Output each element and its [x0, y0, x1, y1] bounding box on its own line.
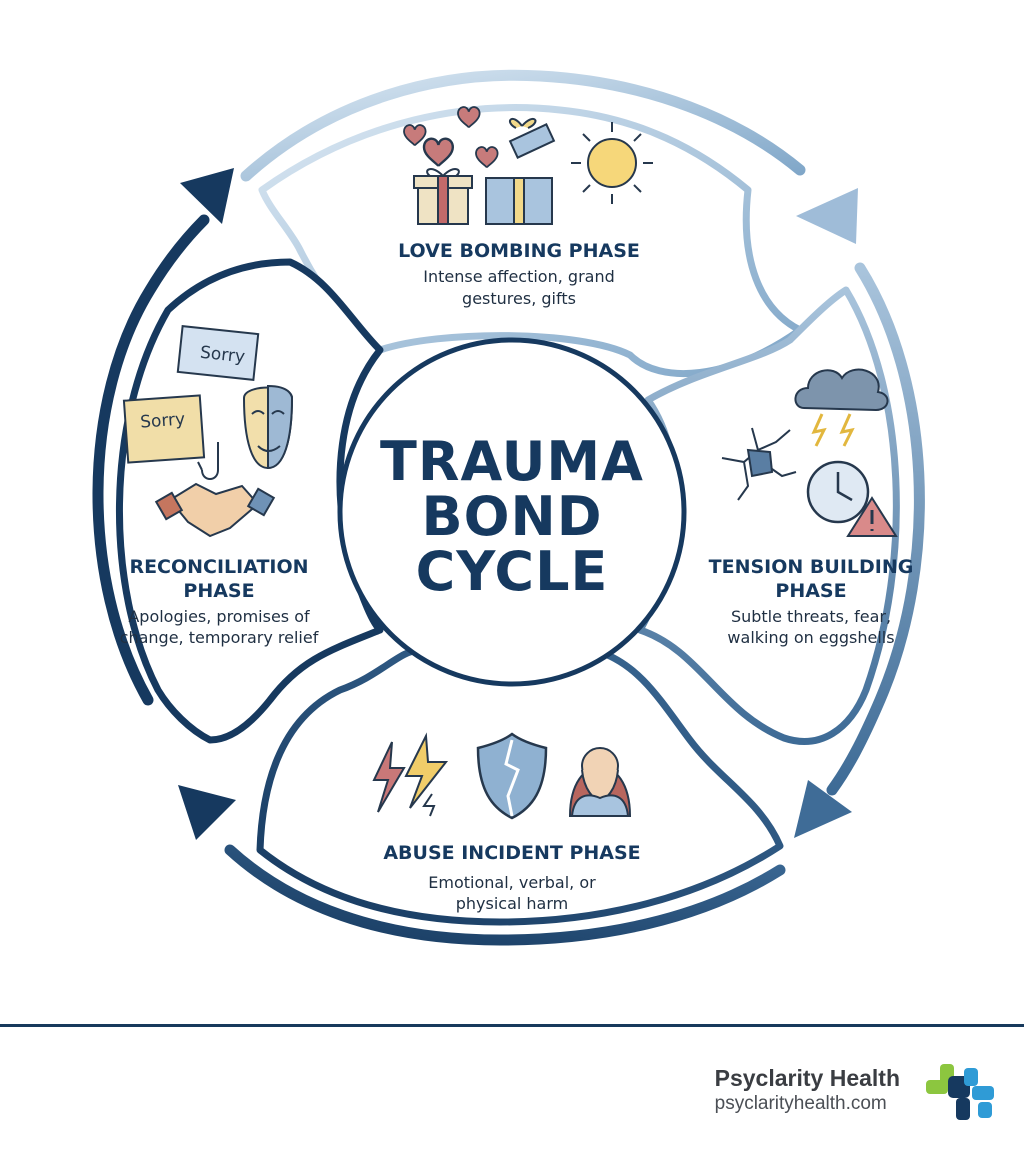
brand-block: Psyclarity Health psyclarityhealth.com	[715, 1064, 900, 1116]
tension-building-title-2: PHASE	[775, 580, 846, 602]
reconciliation-icons: Sorry Sorry	[122, 325, 294, 538]
tension-building-desc-2: walking on eggshells	[727, 628, 894, 647]
sorry-note-icon: Sorry	[176, 325, 260, 381]
arrow-head-bottom-right	[794, 780, 852, 838]
gift-icon	[485, 117, 556, 225]
arrow-head-top-left	[180, 168, 234, 224]
heart-icon	[475, 146, 499, 169]
heart-icon	[403, 124, 427, 147]
warning-icon	[846, 496, 898, 537]
storm-cloud-icon	[794, 368, 889, 447]
svg-text:Sorry: Sorry	[140, 409, 186, 432]
reconciliation-title-1: RECONCILIATION	[129, 556, 308, 578]
handshake-icon	[154, 482, 276, 538]
center-title-line-3: CYCLE	[416, 540, 609, 603]
footer-divider	[0, 1024, 1024, 1027]
abuse-incident-desc-1: Emotional, verbal, or	[428, 873, 596, 892]
abuse-incident-arc	[224, 844, 786, 946]
sorry-note-icon: Sorry	[122, 394, 206, 464]
center-circle	[337, 337, 687, 687]
abuse-incident-title: ABUSE INCIDENT PHASE	[383, 842, 640, 864]
sun-icon	[571, 122, 653, 204]
love-bombing-arc	[240, 69, 806, 182]
brand-url[interactable]: psyclarityhealth.com	[714, 1093, 887, 1114]
center-title-line-1: TRAUMA	[380, 430, 644, 493]
love-bombing-title: LOVE BOMBING PHASE	[398, 240, 640, 262]
love-bombing-icons	[403, 106, 653, 225]
center-title-line-2: BOND	[421, 485, 602, 548]
love-bombing-desc-1: Intense affection, grand	[423, 267, 615, 286]
phase-panels	[115, 104, 900, 926]
mask-icon	[242, 384, 294, 470]
trauma-bond-cycle-diagram: TRAUMA BOND CYCLE LOVE BOMBING PHASE Int…	[92, 69, 925, 946]
love-bombing-desc-2: gestures, gifts	[462, 289, 576, 308]
lightning-icon	[372, 732, 449, 817]
heart-icon	[457, 106, 481, 129]
arrow-head-top-right	[796, 188, 858, 244]
brand-name: Psyclarity Health	[714, 1065, 900, 1091]
gift-icon	[413, 168, 473, 225]
abuse-incident-icons	[372, 732, 632, 820]
crack-icon	[721, 427, 797, 501]
crying-person-icon	[568, 747, 632, 817]
tension-building-icons	[721, 368, 898, 537]
hook-icon	[197, 442, 219, 480]
heart-icon	[422, 137, 455, 167]
reconciliation-desc-2: change, temporary relief	[120, 628, 319, 647]
arrow-head-bottom-left	[178, 785, 236, 840]
cycle-ring	[92, 69, 925, 946]
cycle-arrowheads	[178, 168, 858, 840]
tension-building-title-1: TENSION BUILDING	[709, 556, 914, 578]
clock-icon	[806, 460, 870, 524]
svg-text:Sorry: Sorry	[199, 343, 246, 368]
tension-building-desc-1: Subtle threats, fear,	[731, 607, 891, 626]
abuse-incident-desc-2: physical harm	[456, 894, 569, 913]
broken-shield-icon	[476, 732, 548, 820]
reconciliation-arc	[92, 214, 210, 706]
reconciliation-title-2: PHASE	[183, 580, 254, 602]
reconciliation-desc-1: Apologies, promises of	[128, 607, 310, 626]
tension-building-arc	[826, 262, 925, 796]
brand-logo-icon	[926, 1064, 994, 1120]
